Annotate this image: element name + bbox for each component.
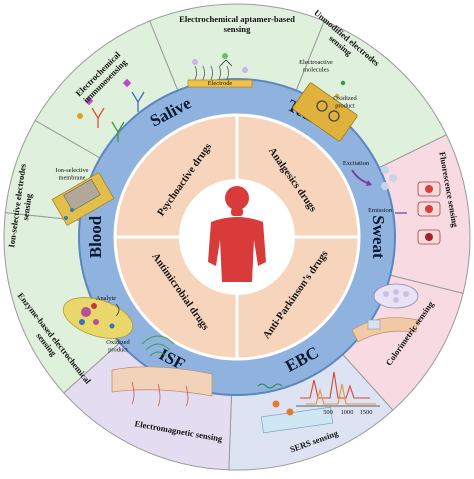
biofluid-sweat: Sweat: [369, 215, 388, 259]
segment-label-electrochemical-aptamer-0: Electrode: [208, 80, 233, 87]
segment-label-enzyme-electrochemical-0: Analyte: [96, 295, 116, 302]
biofluid-blood: Blood: [86, 215, 105, 258]
unmodified-electrode-icon: [292, 80, 358, 142]
skin-tissue-icon: [111, 335, 213, 407]
arm-patch-icon: [351, 317, 419, 343]
segment-label-sers-1: 1000: [341, 409, 354, 416]
outer-segments: [3, 3, 471, 471]
segment-label-sers-0: 500: [323, 409, 333, 416]
spectrum-icon: [257, 371, 380, 434]
electrode-icon: [187, 53, 253, 88]
antibody-icon: [77, 78, 145, 142]
human-body-icon: [208, 186, 266, 282]
cuvette-icon: [351, 166, 441, 245]
segment-label-sers-2: 1500: [360, 409, 373, 416]
petri-dish-icon: [373, 283, 419, 309]
segment-label-fluorescence-1: Emission: [368, 207, 393, 214]
enzyme-icon: [62, 297, 134, 339]
segment-label-fluorescence-0: Excitation: [343, 160, 370, 167]
membrane-electrode-icon: [51, 171, 115, 227]
